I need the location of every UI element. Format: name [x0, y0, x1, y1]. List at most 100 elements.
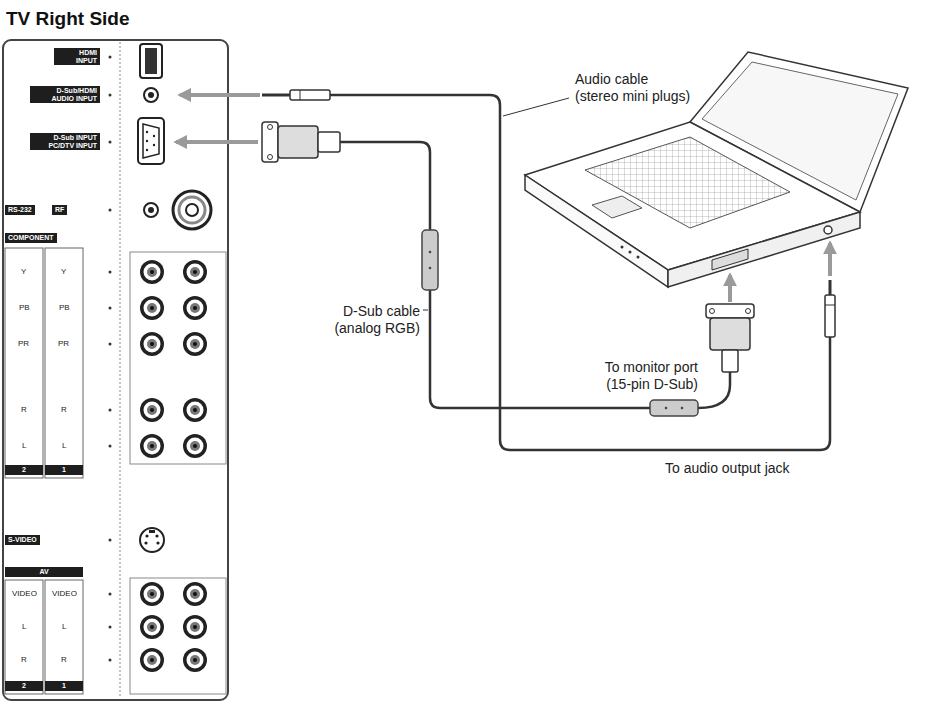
insert-arrow: [828, 243, 832, 276]
jack-label: PB: [59, 304, 70, 313]
jack-label: L: [22, 623, 26, 632]
jack-label: R: [21, 656, 27, 665]
audio-cable: [290, 90, 330, 100]
jack-label: VIDEO: [12, 590, 37, 599]
component-jacks: [183, 434, 207, 458]
dsub-cable: [681, 407, 684, 410]
component-jacks: [183, 332, 207, 356]
row-dot: [109, 209, 112, 212]
port-label: RS-232: [5, 205, 35, 215]
component-jacks: [183, 398, 207, 422]
group-label: AV: [5, 567, 83, 577]
tv-panel: [5, 580, 43, 694]
av-jacks: [130, 578, 226, 694]
callout-text: To monitor port (15-pin D-Sub): [578, 359, 698, 393]
dsub-port: [153, 135, 155, 137]
dsub-port: [153, 144, 155, 146]
audio-cable: [825, 305, 835, 306]
audio-cable: [829, 280, 832, 295]
dsub-cable: [318, 132, 340, 152]
laptop: [525, 122, 860, 270]
insert-arrow: [180, 93, 260, 97]
row-dot: [109, 626, 112, 629]
component-jacks: [140, 260, 164, 284]
dsub-cable: [429, 251, 432, 254]
jack-label: Y: [21, 268, 26, 277]
dsub-cable: [710, 309, 715, 314]
svideo-jack: [156, 541, 159, 544]
laptop: [525, 52, 908, 287]
svideo-jack: [144, 541, 147, 544]
component-jacks: [183, 296, 207, 320]
rs232-jack: [144, 203, 158, 217]
tv-panel: [3, 40, 228, 700]
dsub-port: [138, 118, 164, 164]
row-dot: [109, 445, 112, 448]
hdmi-port: [145, 48, 157, 74]
dsub-cable: [665, 407, 668, 410]
tv-panel: [5, 248, 43, 478]
component-jacks: [140, 332, 164, 356]
dsub-port: [146, 131, 148, 133]
title: TV Right Side: [6, 8, 130, 30]
input-number: 1: [45, 465, 83, 475]
row-dot: [109, 593, 112, 596]
row-dot: [109, 539, 112, 542]
audio-cable: [825, 295, 835, 337]
rf-connector: [179, 197, 205, 223]
jack-label: R: [61, 656, 67, 665]
dsub-cable: [746, 309, 751, 314]
dsub-cable: [422, 230, 438, 290]
row-dot: [109, 56, 112, 59]
jack-label: R: [21, 406, 27, 415]
jack-label: PR: [58, 340, 69, 349]
laptop: [629, 251, 632, 254]
laptop: [637, 256, 640, 259]
hdmi-port: [140, 44, 162, 78]
svideo-jack: [140, 528, 164, 552]
jack-label: Y: [61, 268, 66, 277]
port-label: D-Sub/HDMI AUDIO INPUT: [30, 86, 100, 103]
port-label: HDMI INPUT: [54, 48, 100, 65]
input-number: 1: [45, 681, 83, 691]
jack-label: L: [62, 623, 66, 632]
row-dot: [109, 307, 112, 310]
av-jacks: [140, 615, 164, 639]
row-dot: [109, 343, 112, 346]
row-dot: [109, 94, 112, 97]
audio-jack: [144, 88, 158, 102]
jack-label: L: [22, 442, 26, 451]
jack-label: R: [61, 406, 67, 415]
av-jacks: [140, 648, 164, 672]
component-jacks: [140, 434, 164, 458]
group-label: COMPONENT: [5, 233, 57, 243]
input-number: 2: [5, 681, 43, 691]
insert-arrow: [176, 140, 258, 144]
dsub-cable: [650, 400, 698, 416]
component-jacks: [140, 296, 164, 320]
rs232-jack: [144, 203, 158, 217]
svideo-jack: [149, 530, 155, 533]
dsub-cable: [262, 122, 278, 162]
component-jacks: [140, 398, 164, 422]
dsub-port: [146, 140, 148, 142]
av-jacks: [183, 582, 207, 606]
callout-text: D-Sub cable (analog RGB): [310, 303, 420, 337]
input-number: 2: [5, 465, 43, 475]
port-label: RF: [52, 205, 67, 215]
tv-panel: [45, 248, 83, 478]
dsub-cable: [429, 267, 432, 270]
component-jacks: [130, 252, 226, 464]
jack-label: PR: [18, 340, 29, 349]
audio-jack: [144, 88, 158, 102]
svideo-jack: [155, 534, 158, 537]
port-label: S-VIDEO: [5, 535, 40, 545]
rf-connector: [186, 204, 198, 216]
callout-text: Audio cable (stereo mini plugs): [575, 71, 693, 105]
row-dot: [109, 659, 112, 662]
jack-label: PB: [19, 304, 30, 313]
dsub-cable: [722, 350, 738, 372]
jack-label: L: [62, 442, 66, 451]
tv-panel: [3, 40, 228, 700]
